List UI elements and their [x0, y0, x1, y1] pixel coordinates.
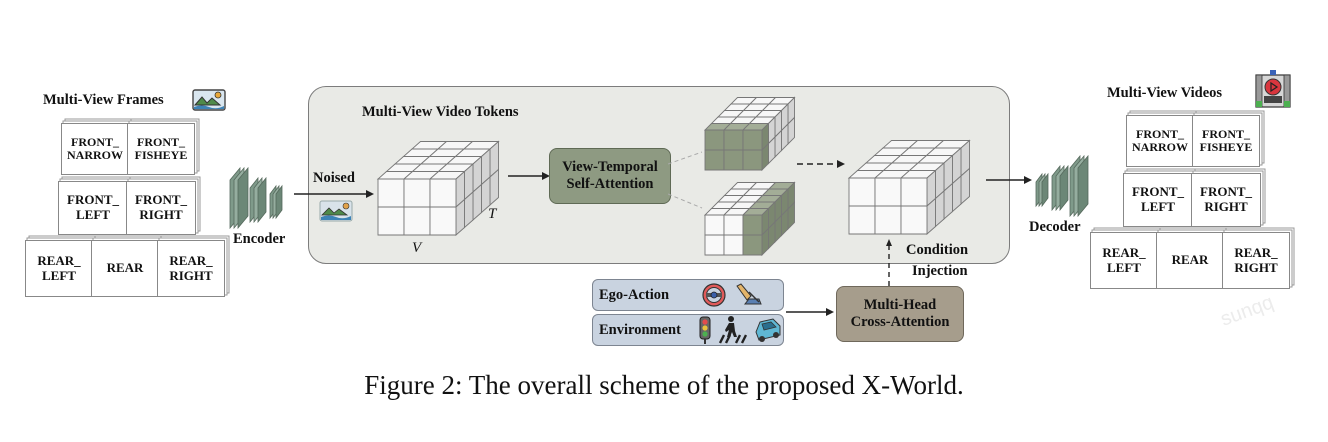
- camera-view-tile: REAR_ RIGHT: [157, 240, 225, 297]
- pedestrian-crossing-icon: [717, 315, 748, 350]
- token-cell-front: [848, 177, 876, 207]
- axis-t-label: T: [488, 206, 497, 222]
- arrow-tokens-to-decoder: [986, 176, 1032, 184]
- decoder-label: Decoder: [1029, 219, 1081, 235]
- camera-view-tile: REAR_ RIGHT: [1222, 232, 1290, 289]
- camera-view-tile: FRONT_ LEFT: [1123, 173, 1193, 227]
- car-icon: [753, 316, 783, 349]
- token-cell-front: [377, 206, 405, 236]
- figure-caption: Figure 2: The overall scheme of the prop…: [364, 370, 964, 400]
- token-cell-front: [429, 178, 457, 208]
- token-cell-front: [742, 214, 763, 236]
- camera-view-tile: REAR_ LEFT: [1090, 232, 1158, 289]
- steering-wheel-icon: [701, 282, 727, 313]
- ego-action-label: Ego-Action: [599, 286, 670, 303]
- decoder-layers-icon: [1034, 146, 1096, 223]
- camera-view-tile: REAR: [1156, 232, 1224, 289]
- camera-view-tile: FRONT_ NARROW: [1126, 115, 1194, 167]
- camera-view-tile: FRONT_ RIGHT: [126, 181, 196, 235]
- view-temporal-self-attention-block: View-Temporal Self-Attention: [549, 148, 671, 204]
- token-cell-front: [848, 205, 876, 235]
- cross-attention-label-line1: Multi-Head: [863, 297, 937, 314]
- condition-label-line1: Condition: [906, 242, 969, 258]
- camera-view-tile: FRONT_ LEFT: [58, 181, 128, 235]
- environment-label: Environment: [599, 321, 681, 338]
- token-cell-front: [742, 234, 763, 256]
- token-cell-front: [900, 177, 928, 207]
- output-title: Multi-View Videos: [1107, 85, 1223, 101]
- token-cell-front: [704, 129, 725, 151]
- token-cell-front: [377, 178, 405, 208]
- token-cell-front: [874, 177, 902, 207]
- multi-head-cross-attention-block: Multi-Head Cross-Attention: [836, 286, 964, 342]
- token-cell-front: [723, 214, 744, 236]
- condition-label-line2: Injection: [912, 263, 968, 279]
- attention-guide-lines: [668, 151, 703, 209]
- video-play-icon: [1253, 69, 1293, 114]
- token-cell-front: [403, 206, 431, 236]
- dashed-arrow-to-output-tokens: [797, 160, 845, 168]
- pedal-icon: [735, 282, 763, 313]
- token-cell-front: [723, 234, 744, 256]
- encoder-label: Encoder: [233, 231, 286, 247]
- noised-label: Noised: [313, 170, 355, 186]
- encoder-layers-icon: [228, 158, 290, 235]
- noised-image-icon: [319, 200, 353, 227]
- arrow-conditions-to-cross-attention: [786, 308, 834, 316]
- camera-view-tile: FRONT_ FISHEYE: [127, 123, 195, 175]
- token-cell-front: [742, 129, 763, 151]
- camera-view-tile: FRONT_ NARROW: [61, 123, 129, 175]
- token-cell-front: [742, 149, 763, 171]
- traffic-light-icon: [699, 316, 711, 349]
- input-title: Multi-View Frames: [43, 92, 164, 108]
- token-cell-front: [429, 206, 457, 236]
- camera-view-tile: FRONT_ RIGHT: [1191, 173, 1261, 227]
- cross-attention-label-line2: Cross-Attention: [850, 314, 950, 330]
- arrow-tokens-to-attention: [508, 172, 550, 180]
- arrow-encoder-to-tokens: [294, 190, 374, 198]
- token-cell-front: [704, 214, 725, 236]
- token-cell-front: [874, 205, 902, 235]
- environment-input: Environment: [592, 314, 784, 346]
- token-cell-front: [723, 129, 744, 151]
- token-cell-front: [403, 178, 431, 208]
- tokens-title: Multi-View Video Tokens: [362, 104, 519, 120]
- token-cell-front: [704, 234, 725, 256]
- camera-view-tile: FRONT_ FISHEYE: [1192, 115, 1260, 167]
- landscape-image-icon: [192, 89, 226, 116]
- ego-action-input: Ego-Action: [592, 279, 784, 311]
- attention-label-line1: View-Temporal: [562, 159, 658, 176]
- condition-injection-arrow: [886, 239, 892, 286]
- token-cell-front: [723, 149, 744, 171]
- attention-label-line2: Self-Attention: [566, 176, 654, 192]
- axis-v-label: V: [412, 240, 422, 256]
- token-cell-front: [900, 205, 928, 235]
- camera-view-tile: REAR: [91, 240, 159, 297]
